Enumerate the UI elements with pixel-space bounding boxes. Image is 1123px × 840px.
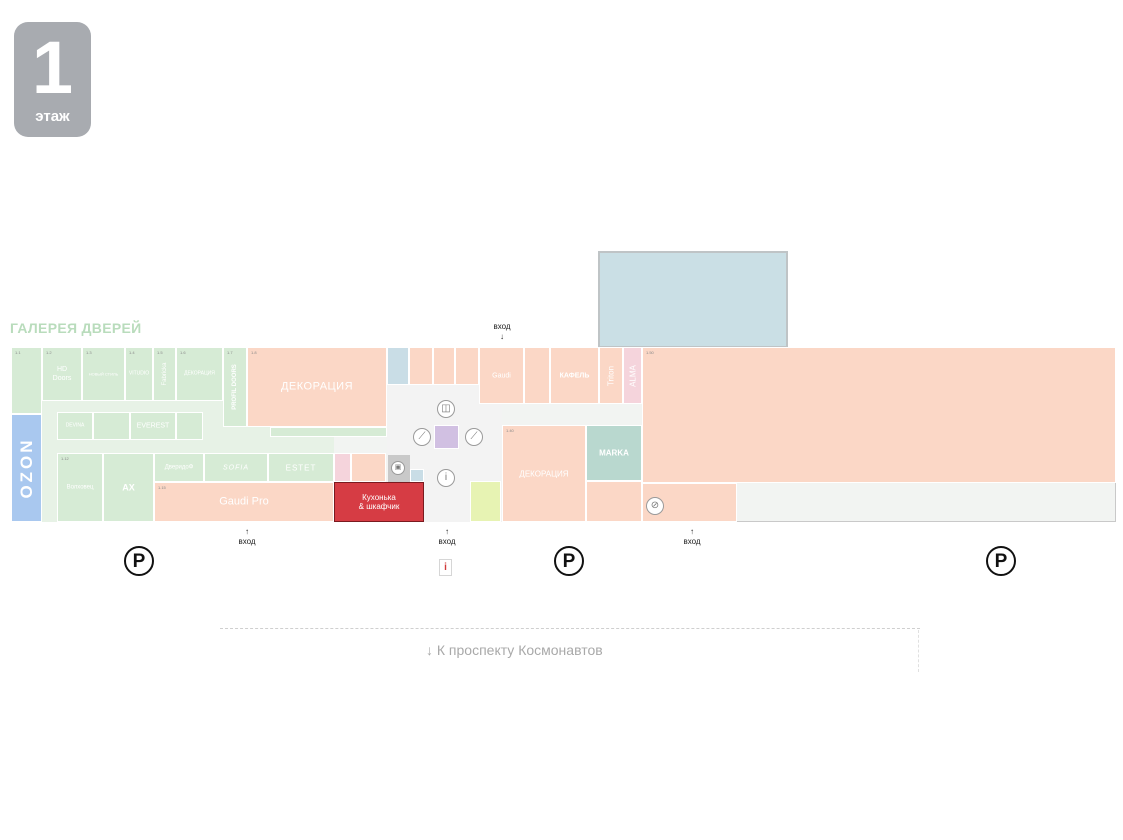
store-top-2[interactable] — [433, 347, 455, 385]
store-devina[interactable]: DEVINA — [57, 412, 93, 440]
store-pink-small[interactable] — [334, 453, 351, 482]
gallery-title: ГАЛЕРЕЯ ДВЕРЕЙ — [10, 320, 142, 336]
store-dveridoff-label: ДверидоФ — [164, 464, 194, 470]
store-top-3[interactable] — [455, 347, 479, 385]
store-estet[interactable]: ESTET — [268, 453, 334, 482]
store-kiosk-grey[interactable]: ▣ — [388, 455, 410, 482]
store-triton-label: Triton — [606, 365, 616, 386]
entrance-bottom-1[interactable]: ↑ вход — [222, 527, 272, 547]
entrance-top[interactable]: вход ↓ — [477, 322, 527, 342]
info-point-icon[interactable]: i — [439, 559, 452, 576]
store-gallery-strip[interactable] — [270, 427, 387, 437]
store-triton[interactable]: Triton — [599, 347, 623, 404]
store-dekoraciya-main-label: ДЕКОРАЦИЯ — [280, 380, 354, 393]
store-ax-label: AX — [122, 482, 135, 492]
store-novyi-stil[interactable]: 1.3 НОВЫЙ СТИЛЬ — [82, 347, 125, 401]
store-vitudio[interactable]: 1.4 VITUDIO — [125, 347, 153, 401]
store-novyi-stil-label: НОВЫЙ СТИЛЬ — [88, 371, 119, 377]
arrow-up-icon: ↑ — [245, 527, 249, 536]
store-blue-small[interactable] — [410, 469, 424, 482]
entrance-bottom-3[interactable]: ↑ вход — [667, 527, 717, 547]
entrance-label: вход — [493, 322, 511, 331]
parking-icon[interactable]: P — [124, 546, 154, 576]
store-gallery-mid-2[interactable] — [93, 412, 130, 440]
escalator-icon[interactable]: ⟋ — [413, 428, 431, 446]
store-vitudio-label: VITUDIO — [128, 370, 150, 377]
entrance-label: вход — [438, 537, 456, 546]
store-orange-corner[interactable] — [586, 481, 642, 522]
entrance-bottom-2[interactable]: ↑ вход — [422, 527, 472, 547]
store-gaudi-pro[interactable]: 1.15 Gaudi Pro — [154, 482, 334, 522]
store-sofia[interactable]: SOFIA — [204, 453, 268, 482]
parking-icon[interactable]: P — [554, 546, 584, 576]
store-blue-top[interactable] — [387, 347, 409, 385]
store-alma-label: ALMA — [628, 364, 637, 387]
direction-text: К проспекту Космонавтов — [436, 642, 603, 658]
entrance-label: вход — [683, 537, 701, 546]
kiosk-lime[interactable] — [470, 481, 501, 522]
store-gaudi-label: Gaudi — [492, 372, 511, 379]
store-gaudi[interactable]: Gaudi — [479, 347, 524, 404]
floor-number: 1 — [31, 26, 74, 109]
store-dekoraciya-second-label: ДЕКОРАЦИЯ — [519, 469, 569, 478]
direction-label: ↓ К проспекту Космонавтов — [426, 642, 603, 658]
store-kuhonka-shkafchik[interactable]: Кухонька & шкафчик — [334, 482, 424, 522]
store-dekoraciya-small[interactable]: 1.6 ДЕКОРАЦИЯ — [176, 347, 223, 401]
annex-block — [598, 251, 788, 348]
store-kuhonka-shkafchik-label: Кухонька & шкафчик — [358, 493, 400, 511]
store-profil-doors-label: PROFIL DOORS — [232, 364, 238, 410]
store-alma[interactable]: ALMA — [623, 347, 642, 404]
store-kafel-label: КАФЕЛЬ — [559, 372, 590, 379]
store-estet-label: ESTET — [285, 463, 317, 472]
road-line — [220, 628, 920, 629]
kiosk-icon: ▣ — [391, 461, 405, 475]
info-icon[interactable]: i — [437, 469, 455, 487]
arrow-up-icon: ↑ — [445, 527, 449, 536]
parking-icon[interactable]: P — [986, 546, 1016, 576]
arrow-down-icon: ↓ — [426, 642, 433, 658]
store-ozon-label: OZON — [16, 437, 36, 499]
store-marka[interactable]: MARKA — [586, 425, 642, 481]
store-volhovec-label: Волховец — [66, 484, 94, 490]
store-hd-doors[interactable]: 1.2 HD Doors — [42, 347, 82, 401]
store-hd-doors-label: HD Doors — [52, 366, 72, 382]
store-volhovec[interactable]: 1.12 Волховец — [57, 453, 103, 522]
floor-label: этаж — [35, 108, 70, 125]
entrance-label: вход — [238, 537, 256, 546]
store-top-vertical[interactable] — [524, 347, 550, 404]
no-entry-icon: ⊘ — [646, 497, 664, 515]
store-dekoraciya-main[interactable]: 1.8 ДЕКОРАЦИЯ — [247, 347, 387, 427]
arrow-down-icon: ↓ — [500, 332, 504, 341]
store-fabricka-label: Fabricka — [161, 362, 168, 386]
store-ax[interactable]: AX — [103, 453, 154, 522]
store-fabricka[interactable]: 1.5 Fabricka — [153, 347, 176, 401]
store-gallery-mid-4[interactable] — [176, 412, 203, 440]
store-profil-doors[interactable]: 1.7 PROFIL DOORS — [223, 347, 247, 427]
floor-badge: 1 этаж — [14, 22, 91, 137]
road-line-right — [918, 630, 919, 672]
store-small-orange[interactable] — [351, 453, 386, 482]
arrow-up-icon: ↑ — [690, 527, 694, 536]
store-gaudi-pro-label: Gaudi Pro — [219, 495, 269, 508]
store-everest-label: EVEREST — [136, 422, 170, 430]
store-large-hall-lower[interactable] — [642, 483, 737, 522]
gift-icon: ◫ — [437, 400, 455, 418]
store-everest[interactable]: EVEREST — [130, 412, 176, 440]
kiosk-purple[interactable] — [434, 425, 459, 449]
store-dveridoff[interactable]: ДверидоФ — [154, 453, 204, 482]
store-devina-label: DEVINA — [65, 422, 85, 429]
store-dekoraciya-second[interactable]: 1.40 ДЕКОРАЦИЯ — [502, 425, 586, 522]
store-top-1[interactable] — [409, 347, 433, 385]
store-ozon[interactable]: OZON — [11, 414, 42, 522]
escalator-icon[interactable]: ⟋ — [465, 428, 483, 446]
store-marka-label: MARKA — [599, 448, 629, 458]
store-dekoraciya-small-label: ДЕКОРАЦИЯ — [184, 370, 215, 377]
store-kafel[interactable]: КАФЕЛЬ — [550, 347, 599, 404]
store-large-hall[interactable]: 1.50 — [642, 347, 1116, 483]
store-sofia-label: SOFIA — [222, 464, 249, 471]
store-gallery-corner[interactable]: 1.1 — [11, 347, 42, 414]
